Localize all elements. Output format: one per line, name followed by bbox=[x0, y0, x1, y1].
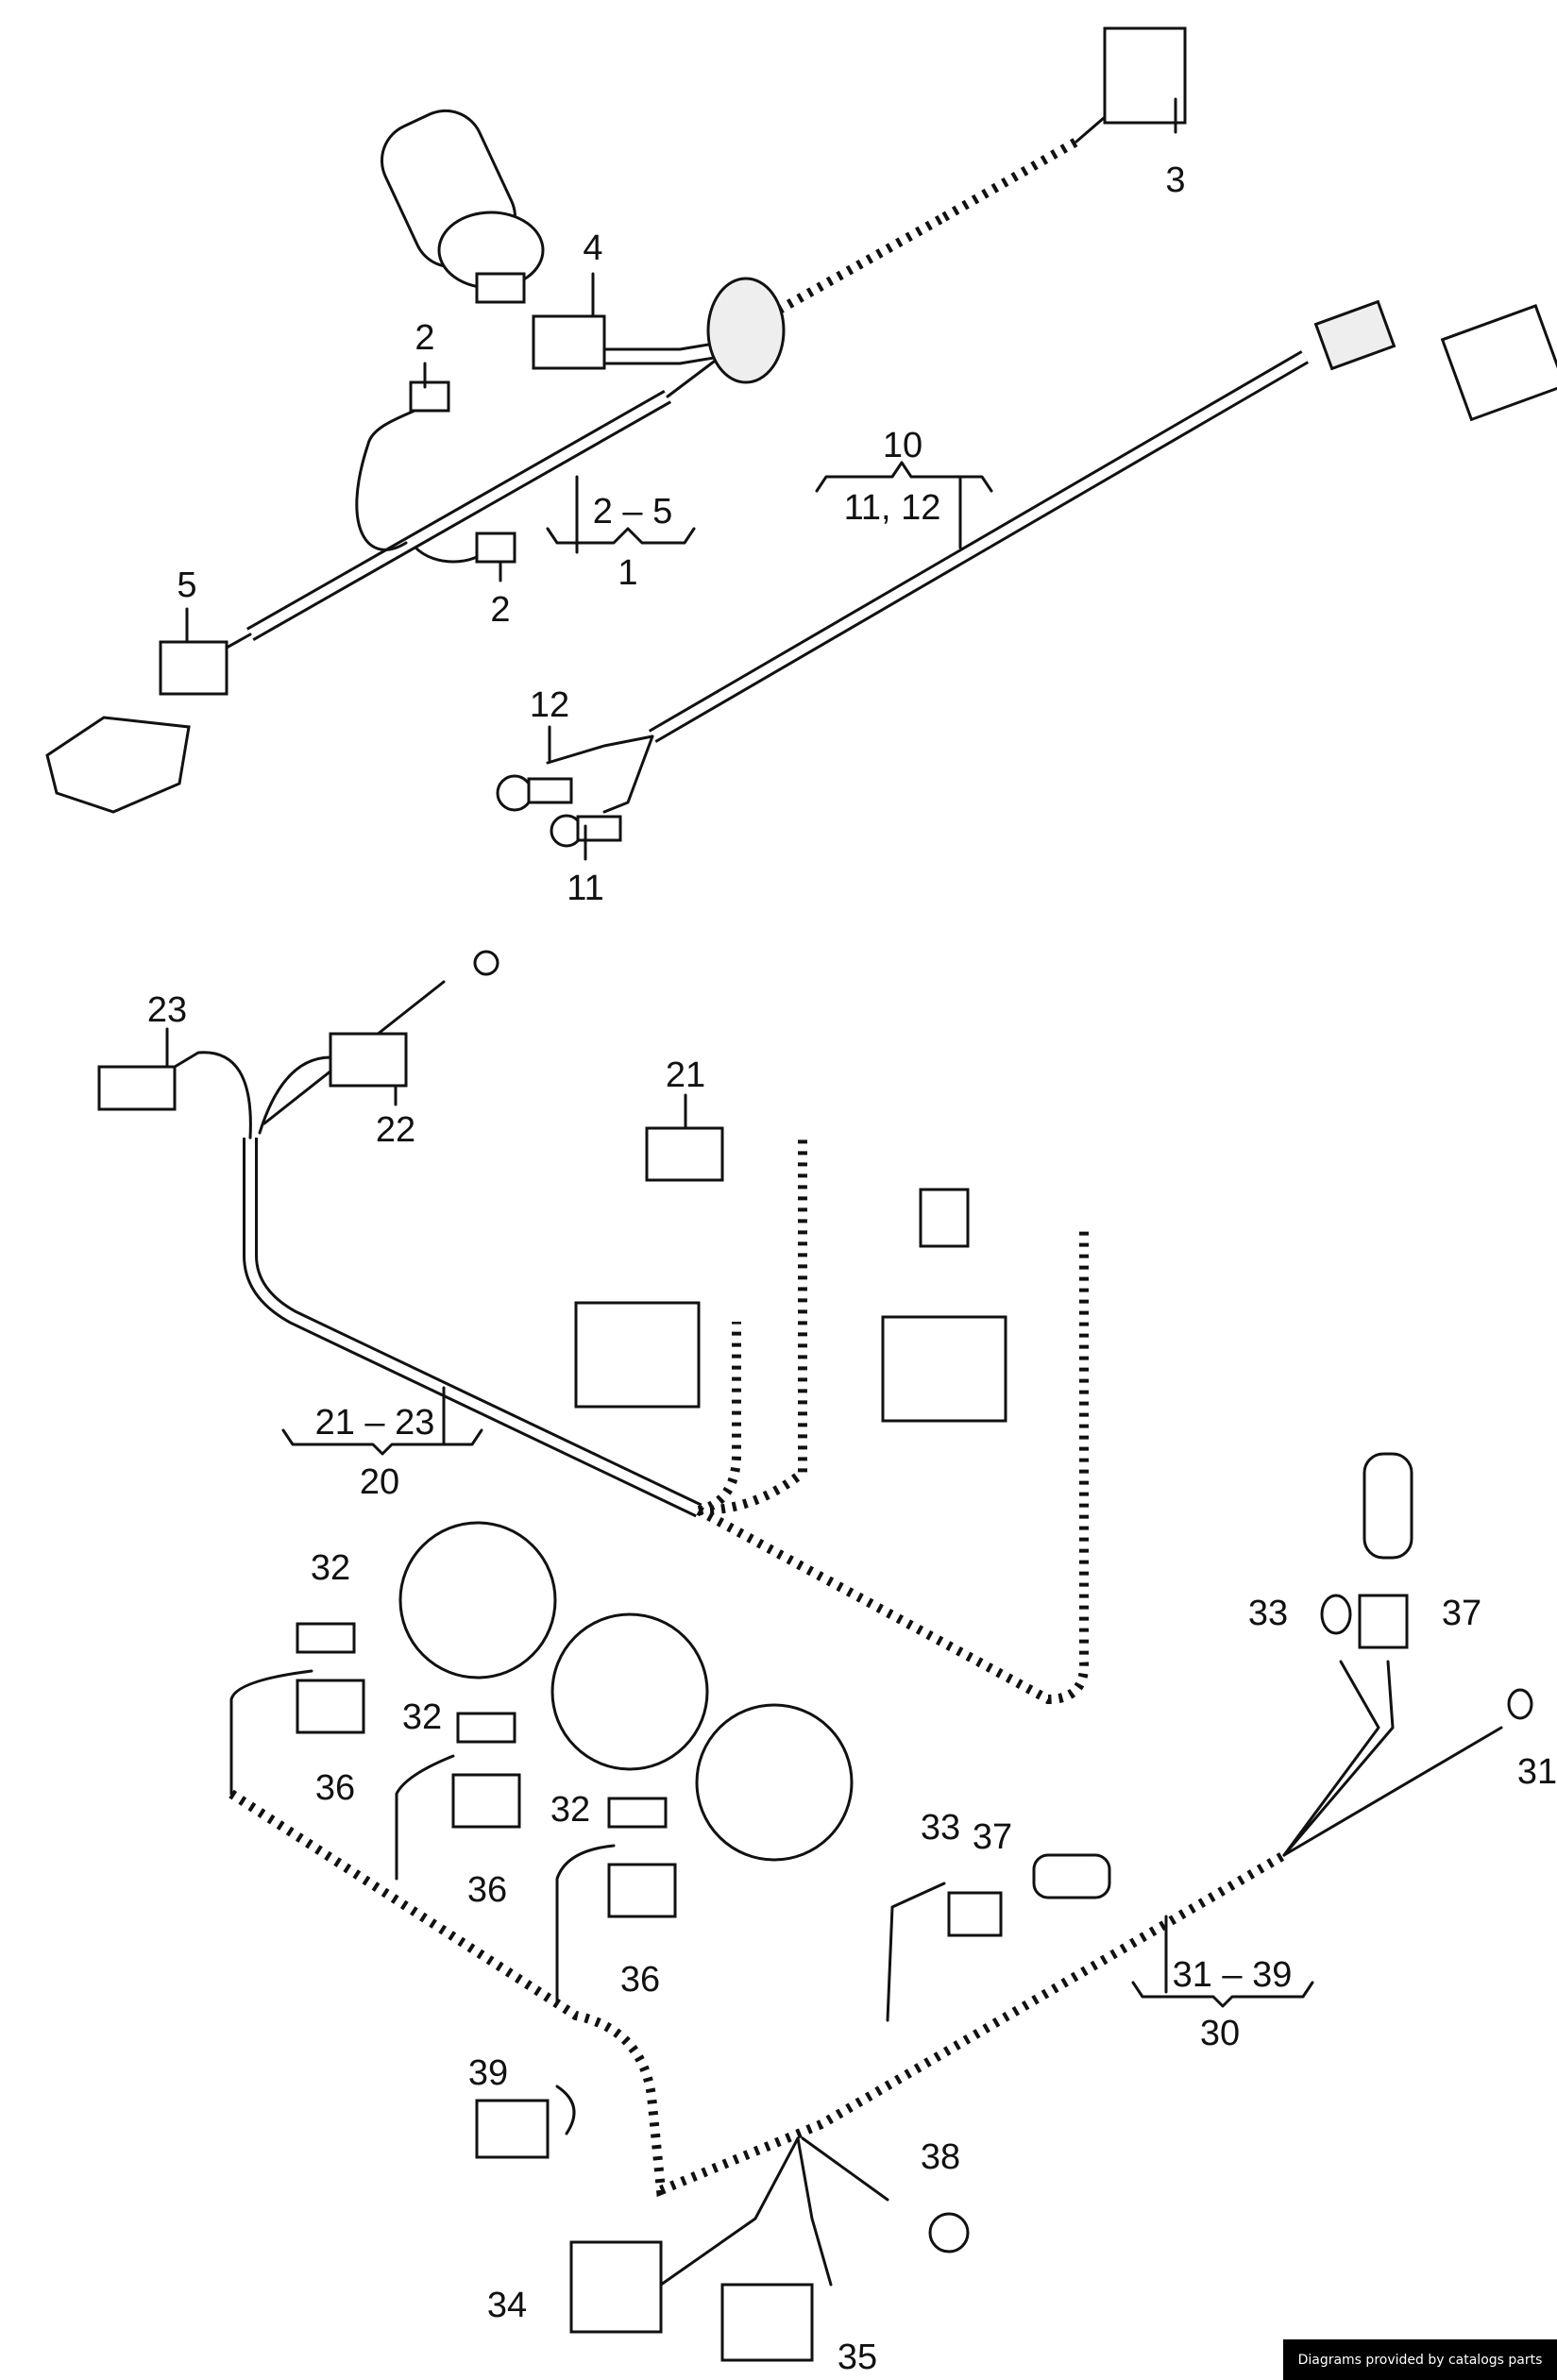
callout-21: 21 bbox=[666, 1055, 705, 1095]
grommet bbox=[706, 277, 786, 384]
callout-2-5: 2 – 5 bbox=[593, 492, 673, 532]
callout-37: 37 bbox=[1442, 1594, 1481, 1633]
harness-20 bbox=[97, 950, 1090, 1705]
callout-33: 33 bbox=[921, 1808, 960, 1848]
harness-30 bbox=[228, 1452, 1533, 2362]
callout-35: 35 bbox=[838, 2338, 877, 2377]
callout-1: 1 bbox=[618, 553, 637, 593]
callout-34: 34 bbox=[487, 2286, 527, 2325]
callout-30: 30 bbox=[1200, 2014, 1240, 2053]
connector-5 bbox=[159, 640, 228, 696]
callout-36: 36 bbox=[467, 1870, 507, 1910]
leader-lines bbox=[165, 97, 1314, 2008]
cable-10 bbox=[496, 299, 1557, 848]
callout-31-39: 31 – 39 bbox=[1173, 1955, 1293, 1995]
connector-2a bbox=[409, 380, 450, 413]
callout-labels: 3 4 2 2 – 5 1 2 5 10 11, 12 12 11 23 22 … bbox=[147, 160, 1557, 2377]
callout-21-23: 21 – 23 bbox=[315, 1403, 435, 1443]
callout-2: 2 bbox=[415, 318, 434, 358]
connector-2b bbox=[475, 532, 516, 564]
callout-39: 39 bbox=[468, 2053, 508, 2093]
callout-11: 11 bbox=[567, 869, 603, 908]
callout-36: 36 bbox=[620, 1960, 660, 2000]
callout-32: 32 bbox=[402, 1697, 442, 1737]
callout-36: 36 bbox=[315, 1768, 355, 1808]
callout-3: 3 bbox=[1165, 160, 1185, 200]
wiper-motor bbox=[381, 109, 545, 304]
callout-2: 2 bbox=[490, 590, 510, 630]
callout-10: 10 bbox=[883, 426, 922, 465]
lamp-housing bbox=[45, 716, 191, 814]
harness-1 bbox=[201, 74, 1155, 663]
callout-23: 23 bbox=[147, 990, 187, 1030]
connector-4 bbox=[532, 314, 606, 370]
credit-banner: Diagrams provided by catalogs parts bbox=[1283, 2339, 1557, 2380]
connector-3 bbox=[1103, 26, 1187, 125]
callout-22: 22 bbox=[376, 1110, 415, 1150]
callout-32: 32 bbox=[550, 1790, 590, 1830]
callout-12: 12 bbox=[530, 685, 569, 725]
callout-31: 31 bbox=[1517, 1752, 1557, 1792]
gauges bbox=[398, 1521, 854, 1862]
callout-32: 32 bbox=[311, 1548, 350, 1588]
callout-33: 33 bbox=[1248, 1594, 1288, 1633]
callout-4: 4 bbox=[583, 228, 602, 268]
callout-37: 37 bbox=[973, 1817, 1012, 1857]
callout-5: 5 bbox=[177, 565, 196, 605]
callout-11-12: 11, 12 bbox=[844, 488, 941, 528]
callout-20: 20 bbox=[360, 1462, 399, 1502]
callout-38: 38 bbox=[921, 2137, 960, 2177]
